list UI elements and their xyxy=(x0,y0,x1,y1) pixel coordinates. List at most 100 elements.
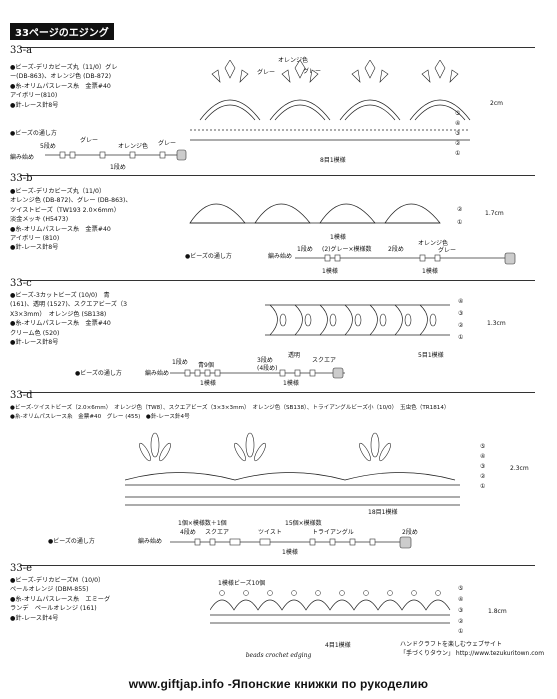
section-divider xyxy=(20,565,535,566)
note-start: 編み始め xyxy=(138,538,163,545)
row-marker: ② xyxy=(458,618,464,625)
materials-a: ●ビーズ-デリカビーズ丸（11/0）グレ ー(DB-863)、オレンジ色 (DB… xyxy=(10,63,118,110)
note-5: 5段め xyxy=(40,143,56,150)
material-line: ペールオレンジ (DBM-855) xyxy=(10,586,89,594)
section-divider xyxy=(20,47,535,48)
dimension-e: 1.8cm xyxy=(488,608,507,615)
note-gray: グレー xyxy=(80,137,99,144)
row-marker: ④ xyxy=(458,596,464,603)
strip-caption: beads crochet edging xyxy=(245,652,312,659)
repeat-e: 4目1模様 xyxy=(325,642,351,649)
note-orange: オレンジ色 xyxy=(118,143,149,150)
chart-e xyxy=(210,590,451,624)
note-gray: グレー xyxy=(158,140,177,147)
row-marker: ③ xyxy=(480,463,486,470)
bead-title-c: ●ビーズの通し方 xyxy=(75,370,122,377)
note-tri: トライアングル xyxy=(312,529,354,536)
material-line: ー(DB-863)、オレンジ色 (DB-872) xyxy=(10,73,112,81)
row-marker: ③ xyxy=(458,607,464,614)
material-line: ●ビーズ-デリカビーズM（10/0） xyxy=(10,577,105,584)
note-blue: 青9個 xyxy=(198,362,214,369)
row-marker: ④ xyxy=(480,453,486,460)
material-line: ●糸-オリムパスレース糸 金票#40 xyxy=(10,225,111,233)
repeat-d: 1模様 xyxy=(282,549,298,556)
row-marker: ⑤ xyxy=(458,585,464,592)
dimension-b: 1.7cm xyxy=(485,210,504,217)
material-line: (161)、透明 (1527)、スクエアビーズ（3 xyxy=(10,301,128,309)
note-4: (4段め) xyxy=(257,365,278,372)
note-3: 3段め xyxy=(257,357,273,364)
row-marker: ① xyxy=(480,483,486,490)
materials-e: ●ビーズ-デリカビーズM（10/0） ペールオレンジ (DBM-855) ●糸-… xyxy=(10,576,110,623)
material-line: ●糸-オリムパスレース糸 金票#40 xyxy=(10,320,111,328)
note-1: 1段め xyxy=(297,246,313,253)
section-label-b: 33-b xyxy=(10,173,33,184)
note-15: 15個×模様数 xyxy=(285,520,322,527)
section-label-e: 33-e xyxy=(10,563,33,574)
website-credit: ハンドクラフトを楽しむウェブサイト 「手づくりタウン」 http://www.t… xyxy=(400,641,545,657)
material-line: アイボリー(810) xyxy=(10,92,58,100)
bead-thread-a xyxy=(45,149,187,161)
material-line: ●針-レース針4号 xyxy=(10,614,59,622)
section-divider xyxy=(20,175,535,176)
note-1: 1段め xyxy=(110,164,126,171)
material-line: ランデ ペールオレンジ (161) xyxy=(10,605,97,613)
bead-title-a: ●ビーズの通し方 xyxy=(10,130,57,137)
chart-a xyxy=(190,60,471,141)
section-label-d: 33-d xyxy=(10,390,33,401)
material-line: ●ビーズ-デリカビーズ丸（11/0） xyxy=(10,188,106,195)
repeat-c: 5目1模様 xyxy=(418,352,444,359)
dimension-a: 2cm xyxy=(490,100,503,107)
note-2: 2段め xyxy=(388,246,404,253)
top-orange: オレンジ色 xyxy=(278,57,309,64)
repeat-b: 1模様 xyxy=(322,268,338,275)
material-line: オレンジ色 (DB-872)、グレー (DB-863)、 xyxy=(10,197,132,205)
row-marker: ⑤ xyxy=(480,443,486,450)
material-line: ●糸-オリムパスレース糸 エミーグ xyxy=(10,595,111,603)
material-line: ●ビーズ-デリカビーズ丸（11/0）グレ xyxy=(10,64,118,71)
material-line: ●糸-オリムパスレース糸 金票#40 xyxy=(10,82,111,90)
row-marker: ③ xyxy=(458,310,464,317)
material-line: クリーム色 (520) xyxy=(10,329,60,337)
row-marker: ① xyxy=(458,334,464,341)
note-gray: グレー xyxy=(438,247,457,254)
repeat-a: 8目1模様 xyxy=(320,157,346,164)
material-line: ●ビーズ-ツイストビーズ（2.0×6mm） オレンジ色（TW8）、スクエアビーズ… xyxy=(10,405,450,411)
row-marker: ① xyxy=(458,628,464,635)
bead-thread-c xyxy=(170,367,345,379)
row-2-b: ② xyxy=(457,206,463,213)
material-line: 淡金メッキ (H5473) xyxy=(10,216,69,224)
materials-d: ●ビーズ-ツイストビーズ（2.0×6mm） オレンジ色（TW8）、スクエアビーズ… xyxy=(10,404,450,423)
row-marker: ② xyxy=(480,473,486,480)
note-2gray: (2)グレー×模様数 xyxy=(322,246,372,253)
dimension-c: 1.3cm xyxy=(487,320,506,327)
note-1x: 1個×模様数＋1個 xyxy=(178,520,227,527)
section-label-c: 33-c xyxy=(10,278,32,289)
row-1-b: ① xyxy=(457,219,463,226)
repeat-d: 18目1模様 xyxy=(368,509,398,516)
bead-thread-d xyxy=(170,536,412,549)
note-1: 1段め xyxy=(172,359,188,366)
repeat-b: 1模様 xyxy=(330,234,346,241)
note-start: 編み始め xyxy=(145,370,170,377)
material-line: X3×3mm） オレンジ色 (SB138) xyxy=(10,310,107,318)
materials-b: ●ビーズ-デリカビーズ丸（11/0） オレンジ色 (DB-872)、グレー (D… xyxy=(10,187,132,253)
note-start: 編み始め xyxy=(268,253,293,260)
section-divider xyxy=(20,280,535,281)
note-start: 編み始め xyxy=(10,154,35,161)
bead-title-d: ●ビーズの通し方 xyxy=(48,538,95,545)
materials-c: ●ビーズ-3カットビーズ (10/0) 青 (161)、透明 (1527)、スク… xyxy=(10,291,127,347)
note-twist: ツイスト xyxy=(258,529,282,536)
material-line: ●ビーズ-3カットビーズ (10/0) 青 xyxy=(10,292,110,299)
note-square: スクエア xyxy=(205,529,230,536)
repeat-c: 1模様 xyxy=(283,380,299,387)
note-2: 2段め xyxy=(402,529,418,536)
repeat-b: 1模様 xyxy=(422,268,438,275)
footer-watermark: www.giftjap.info -Японские книжки по рук… xyxy=(128,677,429,691)
repeat-c: 1模様 xyxy=(200,380,216,387)
chart-c xyxy=(265,304,450,336)
chart-b xyxy=(189,203,441,224)
material-line: アイボリー (810) xyxy=(10,235,60,243)
section-divider xyxy=(20,392,535,393)
